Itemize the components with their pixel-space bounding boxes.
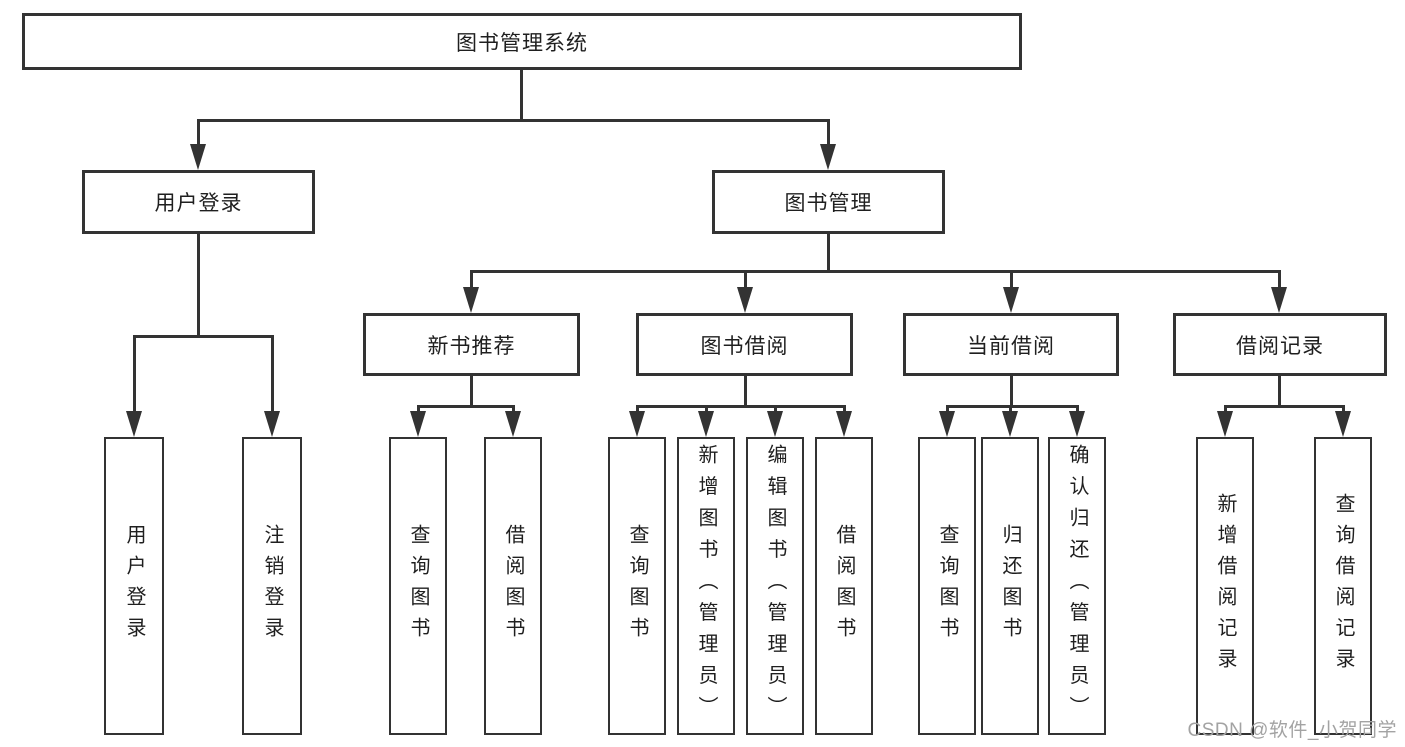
leaf-bb-add-books-admin: 新增图书（管理员） [677, 437, 735, 735]
arrow-down-icon [1271, 287, 1287, 313]
leaf-logout-login: 注销登录 [242, 437, 302, 735]
node-label: 借阅记录 [1236, 334, 1324, 358]
leaf-label: 新增借阅记录 [1214, 493, 1236, 679]
leaf-label: 注销登录 [261, 524, 283, 648]
node-label: 图书管理系统 [456, 31, 588, 55]
connector-line [1076, 405, 1079, 415]
node-new-book-recommend: 新书推荐 [363, 313, 580, 376]
connector-line [1278, 270, 1281, 291]
connector-line [1278, 374, 1281, 408]
leaf-nb-borrow-books: 借阅图书 [484, 437, 542, 735]
arrow-down-icon [1002, 411, 1018, 437]
leaf-label: 查询图书 [626, 524, 648, 648]
arrow-down-icon [1335, 411, 1351, 437]
arrow-down-icon [939, 411, 955, 437]
leaf-label: 查询借阅记录 [1332, 493, 1354, 679]
node-label: 图书管理 [784, 192, 873, 215]
connector-line [470, 270, 1281, 273]
leaf-bb-query-books: 查询图书 [608, 437, 666, 735]
leaf-label: 借阅图书 [502, 524, 524, 648]
arrow-down-icon [1003, 287, 1019, 313]
leaf-user-login: 用户登录 [104, 437, 164, 735]
leaf-bb-edit-books-admin: 编辑图书（管理员） [746, 437, 804, 735]
arrow-down-icon [1069, 411, 1085, 437]
leaf-label: 借阅图书 [833, 524, 855, 648]
connector-line [470, 270, 473, 291]
connector-line [197, 119, 830, 122]
connector-line [744, 270, 747, 291]
leaf-cb-confirm-return-admin: 确认归还（管理员） [1048, 437, 1106, 735]
node-label: 当前借阅 [967, 334, 1055, 358]
arrow-down-icon [126, 411, 142, 437]
arrow-down-icon [410, 411, 426, 437]
leaf-br-query-record: 查询借阅记录 [1314, 437, 1372, 735]
connector-line [946, 405, 1079, 408]
connector-line [774, 405, 777, 415]
arrow-down-icon [629, 411, 645, 437]
connector-line [470, 376, 473, 408]
leaf-br-add-record: 新增借阅记录 [1196, 437, 1254, 735]
leaf-label: 查询图书 [407, 524, 429, 648]
connector-line [636, 405, 846, 408]
connector-line [1009, 405, 1012, 415]
node-book-management: 图书管理 [712, 170, 945, 234]
leaf-cb-query-books: 查询图书 [918, 437, 976, 735]
node-book-borrow: 图书借阅 [636, 313, 853, 376]
arrow-down-icon [264, 411, 280, 437]
connector-line [843, 405, 846, 415]
leaf-nb-query-books: 查询图书 [389, 437, 447, 735]
connector-line [1010, 376, 1013, 408]
node-current-borrow: 当前借阅 [903, 313, 1119, 376]
connector-line [133, 335, 274, 338]
leaf-label: 编辑图书（管理员） [764, 444, 786, 728]
connector-line [636, 405, 639, 415]
connector-line [1224, 405, 1345, 408]
connector-line [827, 234, 830, 273]
connector-line [1224, 405, 1227, 415]
connector-line [197, 234, 200, 338]
arrow-down-icon [463, 287, 479, 313]
node-label: 用户登录 [154, 192, 243, 215]
connector-line [744, 376, 747, 408]
node-root: 图书管理系统 [22, 13, 1022, 70]
arrow-down-icon [737, 287, 753, 313]
connector-line [271, 335, 274, 415]
node-user-login: 用户登录 [82, 170, 315, 234]
leaf-label: 用户登录 [123, 524, 145, 648]
arrow-down-icon [505, 411, 521, 437]
connector-line [827, 119, 830, 148]
connector-line [1010, 270, 1013, 291]
connector-line [417, 405, 515, 408]
arrow-down-icon [698, 411, 714, 437]
connector-line [520, 68, 523, 121]
arrow-down-icon [836, 411, 852, 437]
watermark: CSDN @软件_小贺同学 [1187, 720, 1397, 741]
leaf-bb-borrow-books: 借阅图书 [815, 437, 873, 735]
connector-line [512, 405, 515, 415]
node-label: 新书推荐 [427, 334, 516, 358]
connector-line [417, 405, 420, 415]
connector-line [197, 119, 200, 148]
arrow-down-icon [190, 144, 206, 170]
connector-line [133, 335, 136, 415]
leaf-label: 新增图书（管理员） [695, 444, 717, 728]
connector-line [1342, 405, 1345, 415]
arrow-down-icon [767, 411, 783, 437]
leaf-label: 查询图书 [936, 524, 958, 648]
node-borrow-records: 借阅记录 [1173, 313, 1387, 376]
node-label: 图书借阅 [700, 334, 789, 358]
connector-line [705, 405, 708, 415]
leaf-label: 确认归还（管理员） [1066, 444, 1088, 728]
arrow-down-icon [1217, 411, 1233, 437]
leaf-cb-return-books: 归还图书 [981, 437, 1039, 735]
leaf-label: 归还图书 [999, 524, 1021, 648]
arrow-down-icon [820, 144, 836, 170]
connector-line [946, 405, 949, 415]
